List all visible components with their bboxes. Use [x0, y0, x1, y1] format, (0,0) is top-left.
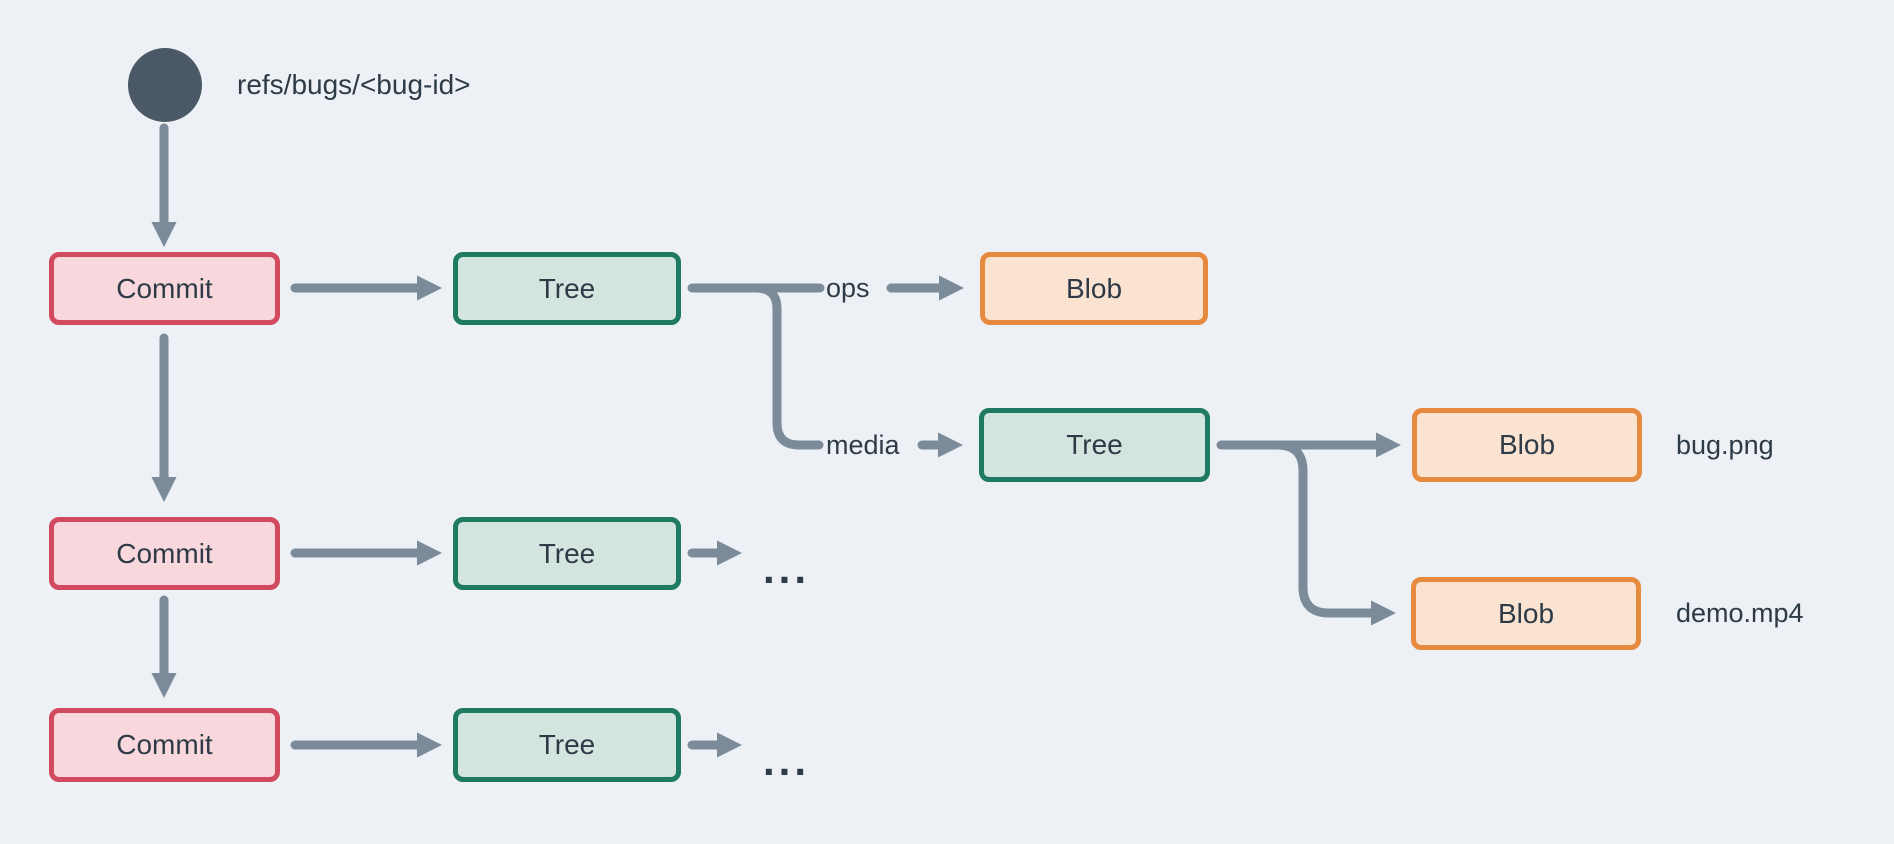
ref-node-circle [128, 48, 202, 122]
edge-tree1-branch-to-media-label [751, 283, 824, 450]
tree-node-2: Tree [979, 408, 1210, 482]
commit-node-3: Commit [49, 708, 280, 782]
ellipsis-bottom-row: ... [763, 737, 811, 784]
blob-node-ops: Blob [980, 252, 1208, 325]
ref-label: refs/bugs/<bug-id> [237, 69, 471, 100]
tree-node-1: Tree [453, 252, 681, 325]
commit-node-1: Commit [49, 252, 280, 325]
edge-tree2-branch-to-blob-demo [1272, 440, 1397, 626]
ellipsis-mid-row: ... [763, 545, 811, 592]
file-label-demo-mp4: demo.mp4 [1676, 598, 1804, 628]
edge-label-media: media [826, 429, 900, 460]
tree-node-4: Tree [453, 708, 681, 782]
blob-node-demo: Blob [1411, 577, 1641, 650]
commit-node-2: Commit [49, 517, 280, 590]
edge-label-ops: ops [826, 273, 870, 303]
file-label-bug-png: bug.png [1676, 429, 1774, 460]
blob-node-bug: Blob [1412, 408, 1642, 482]
tree-node-3: Tree [453, 517, 681, 590]
